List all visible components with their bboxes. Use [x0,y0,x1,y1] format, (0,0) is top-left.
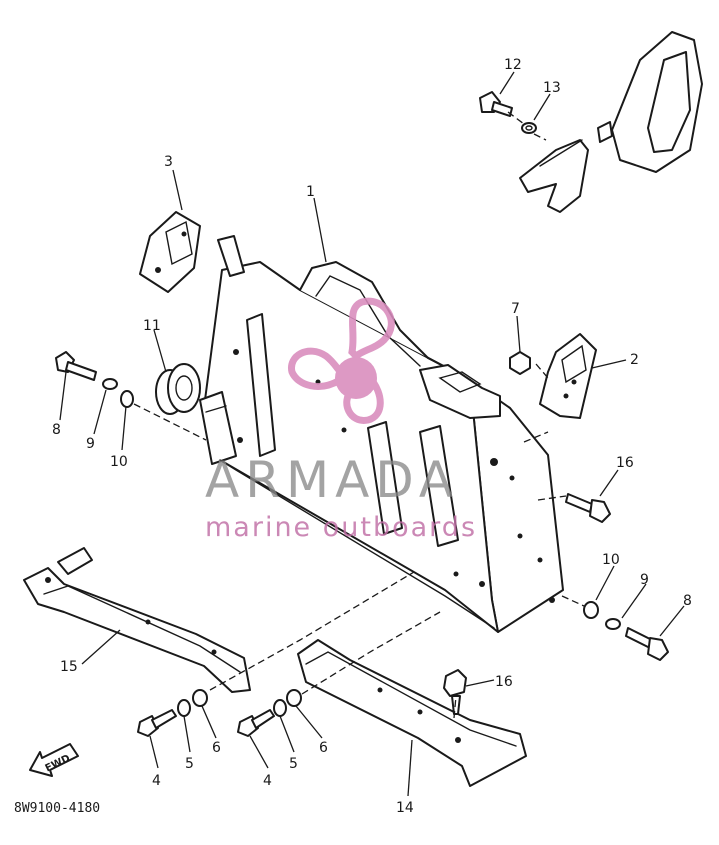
watermark-brand: ARMADA [205,451,459,509]
bolt-part-8-left [55,351,97,381]
bolt-part-8-right [625,627,669,661]
callout-3: 3 [164,154,173,170]
callout-16-upper: 16 [616,455,634,471]
watermark-tagline: marine outboards [205,512,477,543]
callout-9-right: 9 [640,572,649,588]
washer-part-5-left [177,699,191,717]
propeller-logo [288,297,395,424]
callout-6-left: 6 [212,740,221,756]
callout-15: 15 [60,659,78,675]
callout-4-left: 4 [152,773,161,789]
callout-9-left: 9 [86,436,95,452]
bracket-frame-part-1 [199,235,564,633]
washer-part-10-right [583,601,599,619]
callout-14: 14 [396,800,414,816]
bolt-part-16-upper [565,493,611,523]
washer-part-5-right [273,699,287,717]
callout-10-left: 10 [110,454,128,470]
callout-7: 7 [511,301,520,317]
callout-11: 11 [143,318,161,334]
callout-1: 1 [306,184,315,200]
callout-13: 13 [543,80,561,96]
clamp-part-2 [539,333,597,419]
callout-labels: 3 1 2 7 11 12 13 8 9 10 15 16 10 9 8 16 … [52,57,692,816]
callout-8-right: 8 [683,593,692,609]
callout-2: 2 [630,352,639,368]
bolt-part-4-right [237,709,275,737]
armada-watermark: ARMADA marine outboards [205,297,477,543]
callout-5-left: 5 [185,756,194,772]
nut-part-7 [509,351,531,375]
alignment-lines [133,111,585,719]
callout-12: 12 [504,57,522,73]
forward-direction-arrow: FWD [29,743,79,777]
bolt-part-4-left [137,709,177,737]
handle-assembly [479,31,703,213]
callout-6-right: 6 [319,740,328,756]
callout-5-right: 5 [289,756,298,772]
callout-4-right: 4 [263,773,272,789]
washer-part-9-right [605,618,621,630]
callout-16-lower: 16 [495,674,513,690]
washer-part-10-left [120,390,134,408]
callout-8-left: 8 [52,422,61,438]
washer-part-6-right [286,689,302,707]
bolt-part-16-lower [443,669,467,715]
leader-lines [59,71,685,797]
drawing-code: 8W9100-4180 [14,801,100,816]
bar-part-14 [297,639,527,787]
washer-part-9-left [102,378,118,390]
bar-part-15 [23,547,251,693]
clamp-part-3 [139,211,201,293]
washer-part-6-left [192,689,208,707]
callout-10-right: 10 [602,552,620,568]
grommet-part-11 [155,363,201,415]
